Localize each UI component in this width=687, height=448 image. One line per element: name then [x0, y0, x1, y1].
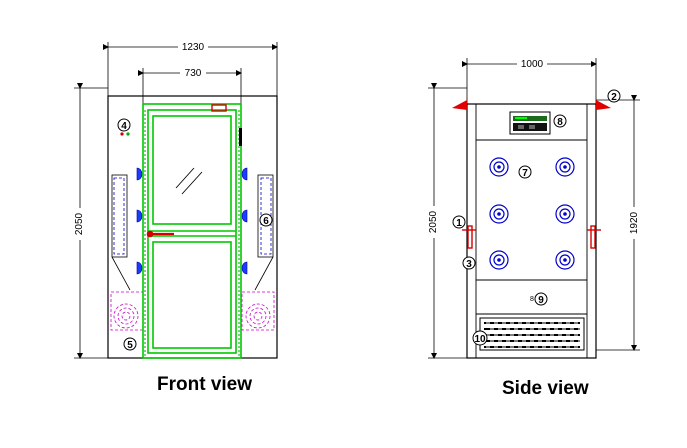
callout-9: 9: [534, 292, 548, 306]
side-panels: [475, 104, 588, 358]
small-label-8: 8: [530, 296, 534, 303]
control-display: [509, 111, 551, 135]
dim-label-1920: 1920: [629, 211, 640, 234]
svg-text:10: 10: [474, 334, 486, 345]
dim-label-730: 730: [185, 68, 202, 79]
callout-5: 5: [123, 337, 137, 351]
glass-reflection: [175, 167, 203, 195]
hinge-strip: [239, 128, 242, 146]
side-handle-left: [462, 225, 476, 249]
side-fans: [489, 157, 575, 270]
indicator-lights: [120, 132, 130, 136]
right-fan-box: [254, 174, 274, 291]
callout-7: 7: [518, 165, 532, 179]
front-blower-left: [110, 291, 144, 331]
front-view: 1230 730 2050: [72, 40, 278, 359]
svg-text:5: 5: [127, 340, 133, 351]
side-cabinet-body: [466, 103, 597, 359]
side-handle-right: [587, 225, 601, 249]
svg-text:3: 3: [466, 259, 472, 270]
svg-text:7: 7: [522, 168, 528, 179]
callout-10: 10: [472, 330, 488, 346]
side-view: 1000 2050 1920: [425, 57, 641, 359]
front-view-caption: Front view: [157, 374, 253, 395]
left-fan-box: [111, 174, 131, 291]
callout-1: 1: [452, 215, 466, 229]
svg-text:1: 1: [456, 218, 462, 229]
front-nozzles: [136, 167, 248, 275]
svg-text:8: 8: [557, 117, 563, 128]
front-blower-right: [241, 291, 275, 331]
callout-8: 8: [553, 114, 567, 128]
callout-3: 3: [462, 256, 476, 270]
callout-6: 6: [259, 213, 273, 227]
front-door: [142, 103, 242, 359]
dim-label-1230: 1230: [182, 42, 205, 53]
svg-text:6: 6: [263, 216, 269, 227]
dim-label-2050-side: 2050: [428, 210, 439, 233]
callout-2: 2: [607, 89, 621, 103]
svg-text:9: 9: [538, 295, 544, 306]
svg-text:2: 2: [611, 92, 617, 103]
filter-grille: [479, 317, 585, 351]
callout-4: 4: [117, 118, 131, 132]
door-lock: [211, 104, 227, 112]
front-door-handle: [146, 230, 174, 238]
side-view-caption: Side view: [502, 378, 589, 399]
top-nozzles: [452, 100, 611, 110]
front-door-dashes: [144, 110, 240, 356]
svg-text:4: 4: [121, 121, 127, 132]
dim-label-2050-front: 2050: [74, 212, 85, 235]
dim-label-1000: 1000: [521, 59, 544, 70]
